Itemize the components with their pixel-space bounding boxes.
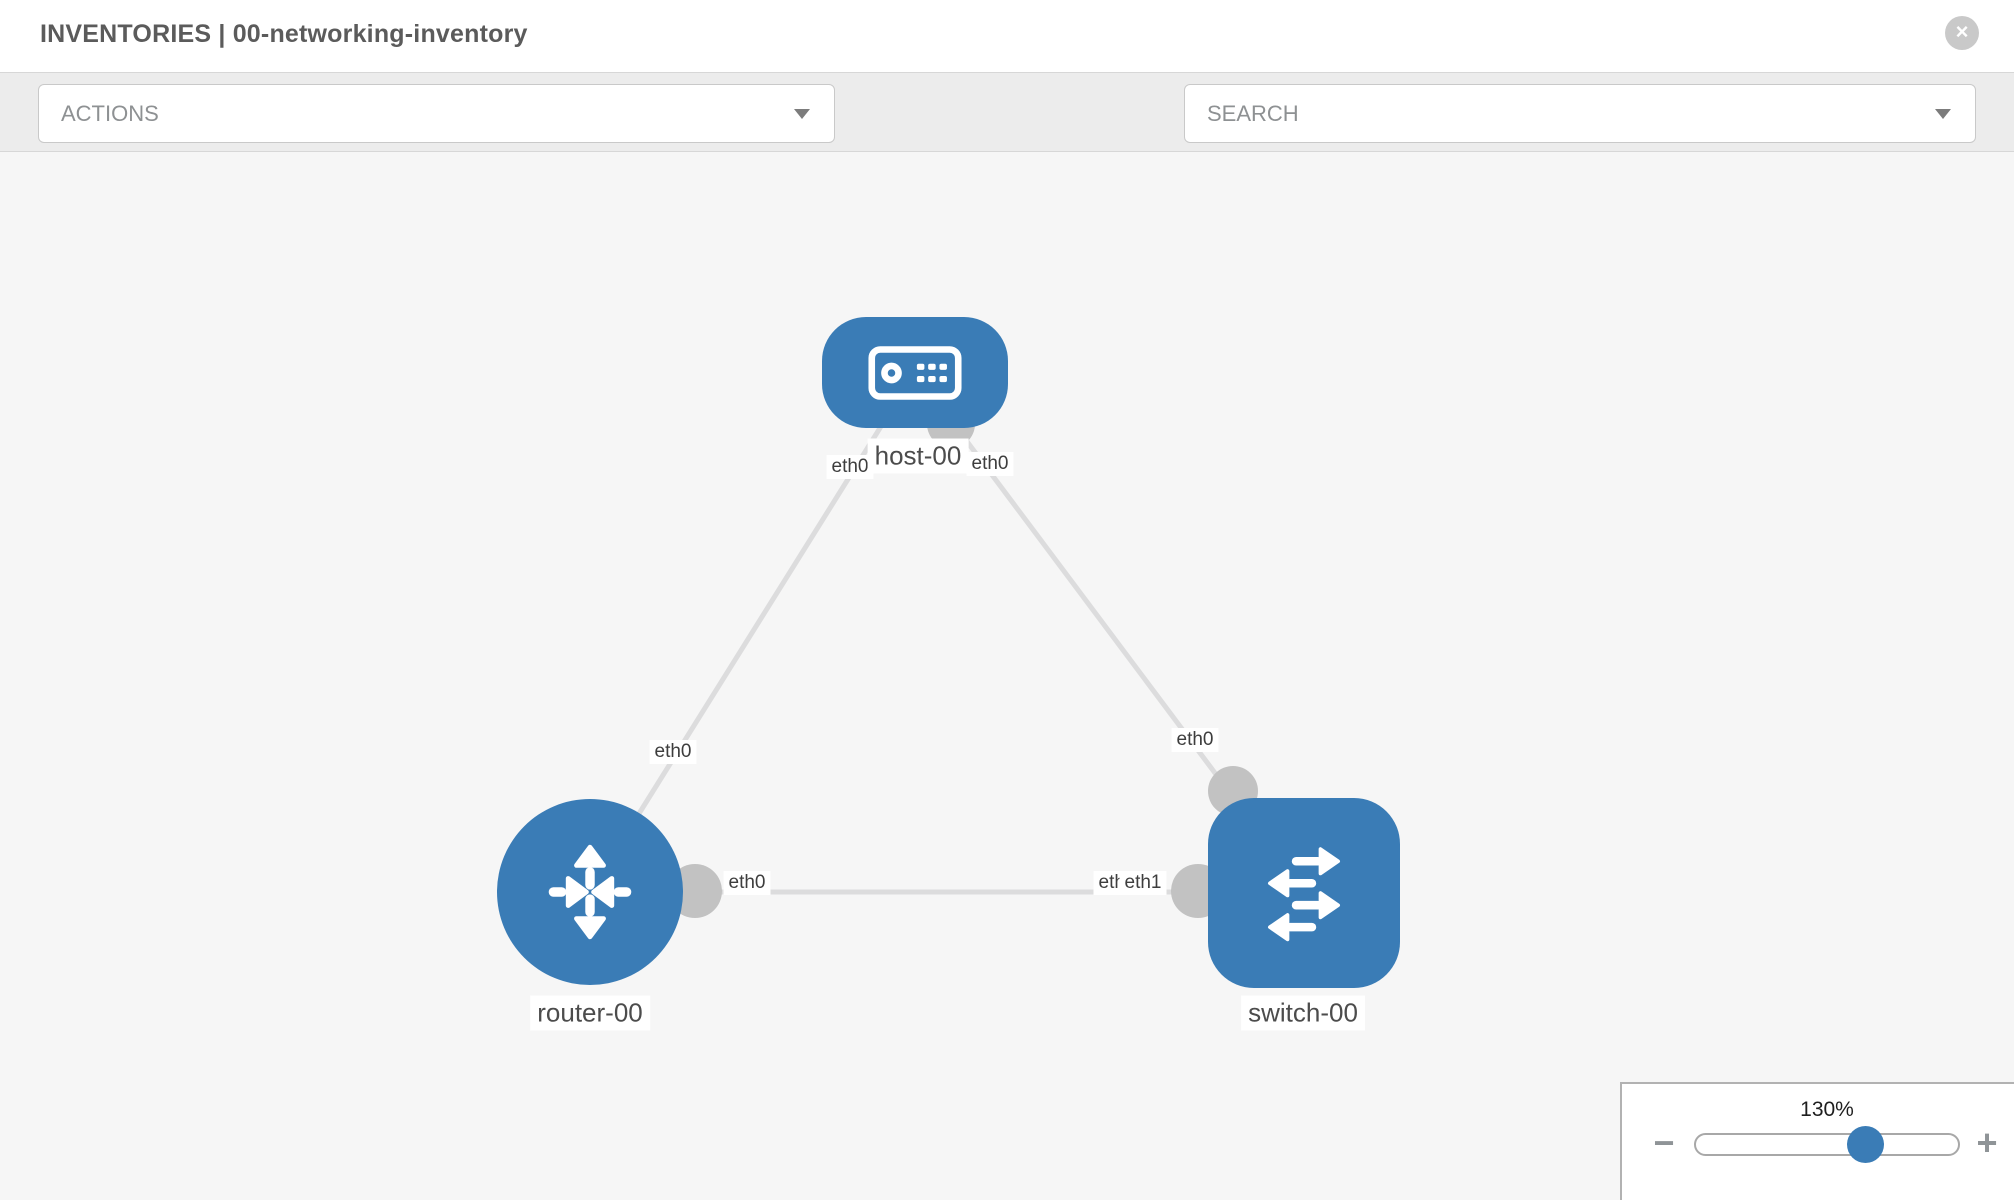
close-icon: ×: [1955, 19, 1969, 44]
if-label-router-to-host: eth0: [649, 740, 697, 764]
chevron-down-icon: [1935, 109, 1951, 119]
node-switch-00[interactable]: [1208, 798, 1400, 988]
plus-icon: +: [1976, 1122, 1998, 1163]
actions-dropdown-label: ACTIONS: [61, 101, 159, 126]
node-host-00[interactable]: [822, 317, 1008, 428]
zoom-out-button[interactable]: −: [1646, 1124, 1682, 1164]
actions-dropdown[interactable]: ACTIONS: [38, 84, 835, 143]
if-label-host-to-router: eth0: [826, 455, 874, 479]
zoom-slider-track[interactable]: [1694, 1133, 1960, 1156]
page-header: INVENTORIES | 00-networking-inventory ×: [0, 0, 2014, 72]
if-label-switch-to-router: eth1: [1119, 871, 1167, 895]
page-title: INVENTORIES | 00-networking-inventory: [40, 20, 528, 48]
close-button[interactable]: ×: [1945, 16, 1979, 50]
node-label-host-00: host-00: [867, 438, 969, 474]
zoom-level-value: 130%: [1800, 1098, 1854, 1121]
chevron-down-icon: [794, 109, 810, 119]
zoom-in-button[interactable]: +: [1969, 1124, 2005, 1164]
if-label-router-to-switch: eth0: [723, 871, 771, 895]
zoom-slider-handle[interactable]: [1847, 1126, 1884, 1163]
minus-icon: −: [1653, 1122, 1675, 1163]
node-label-switch-00: switch-00: [1241, 995, 1365, 1031]
switch-icon: [1268, 847, 1340, 942]
router-icon: [548, 844, 632, 940]
host-icon: [868, 345, 962, 400]
toolbar: ACTIONS SEARCH: [0, 72, 2014, 205]
if-label-switch-to-host: eth0: [1171, 728, 1219, 752]
search-placeholder: SEARCH: [1207, 101, 1299, 126]
if-label-host-to-switch: eth0: [966, 452, 1014, 476]
node-label-router-00: router-00: [530, 995, 650, 1031]
node-router-00[interactable]: [497, 799, 683, 985]
zoom-panel: 130% − +: [1620, 1082, 2014, 1200]
links-layer: [587, 370, 1307, 918]
topology-canvas[interactable]: host-00 router-00 switch-00 eth0 eth0 et…: [0, 152, 2014, 1200]
search-dropdown[interactable]: SEARCH: [1184, 84, 1976, 143]
